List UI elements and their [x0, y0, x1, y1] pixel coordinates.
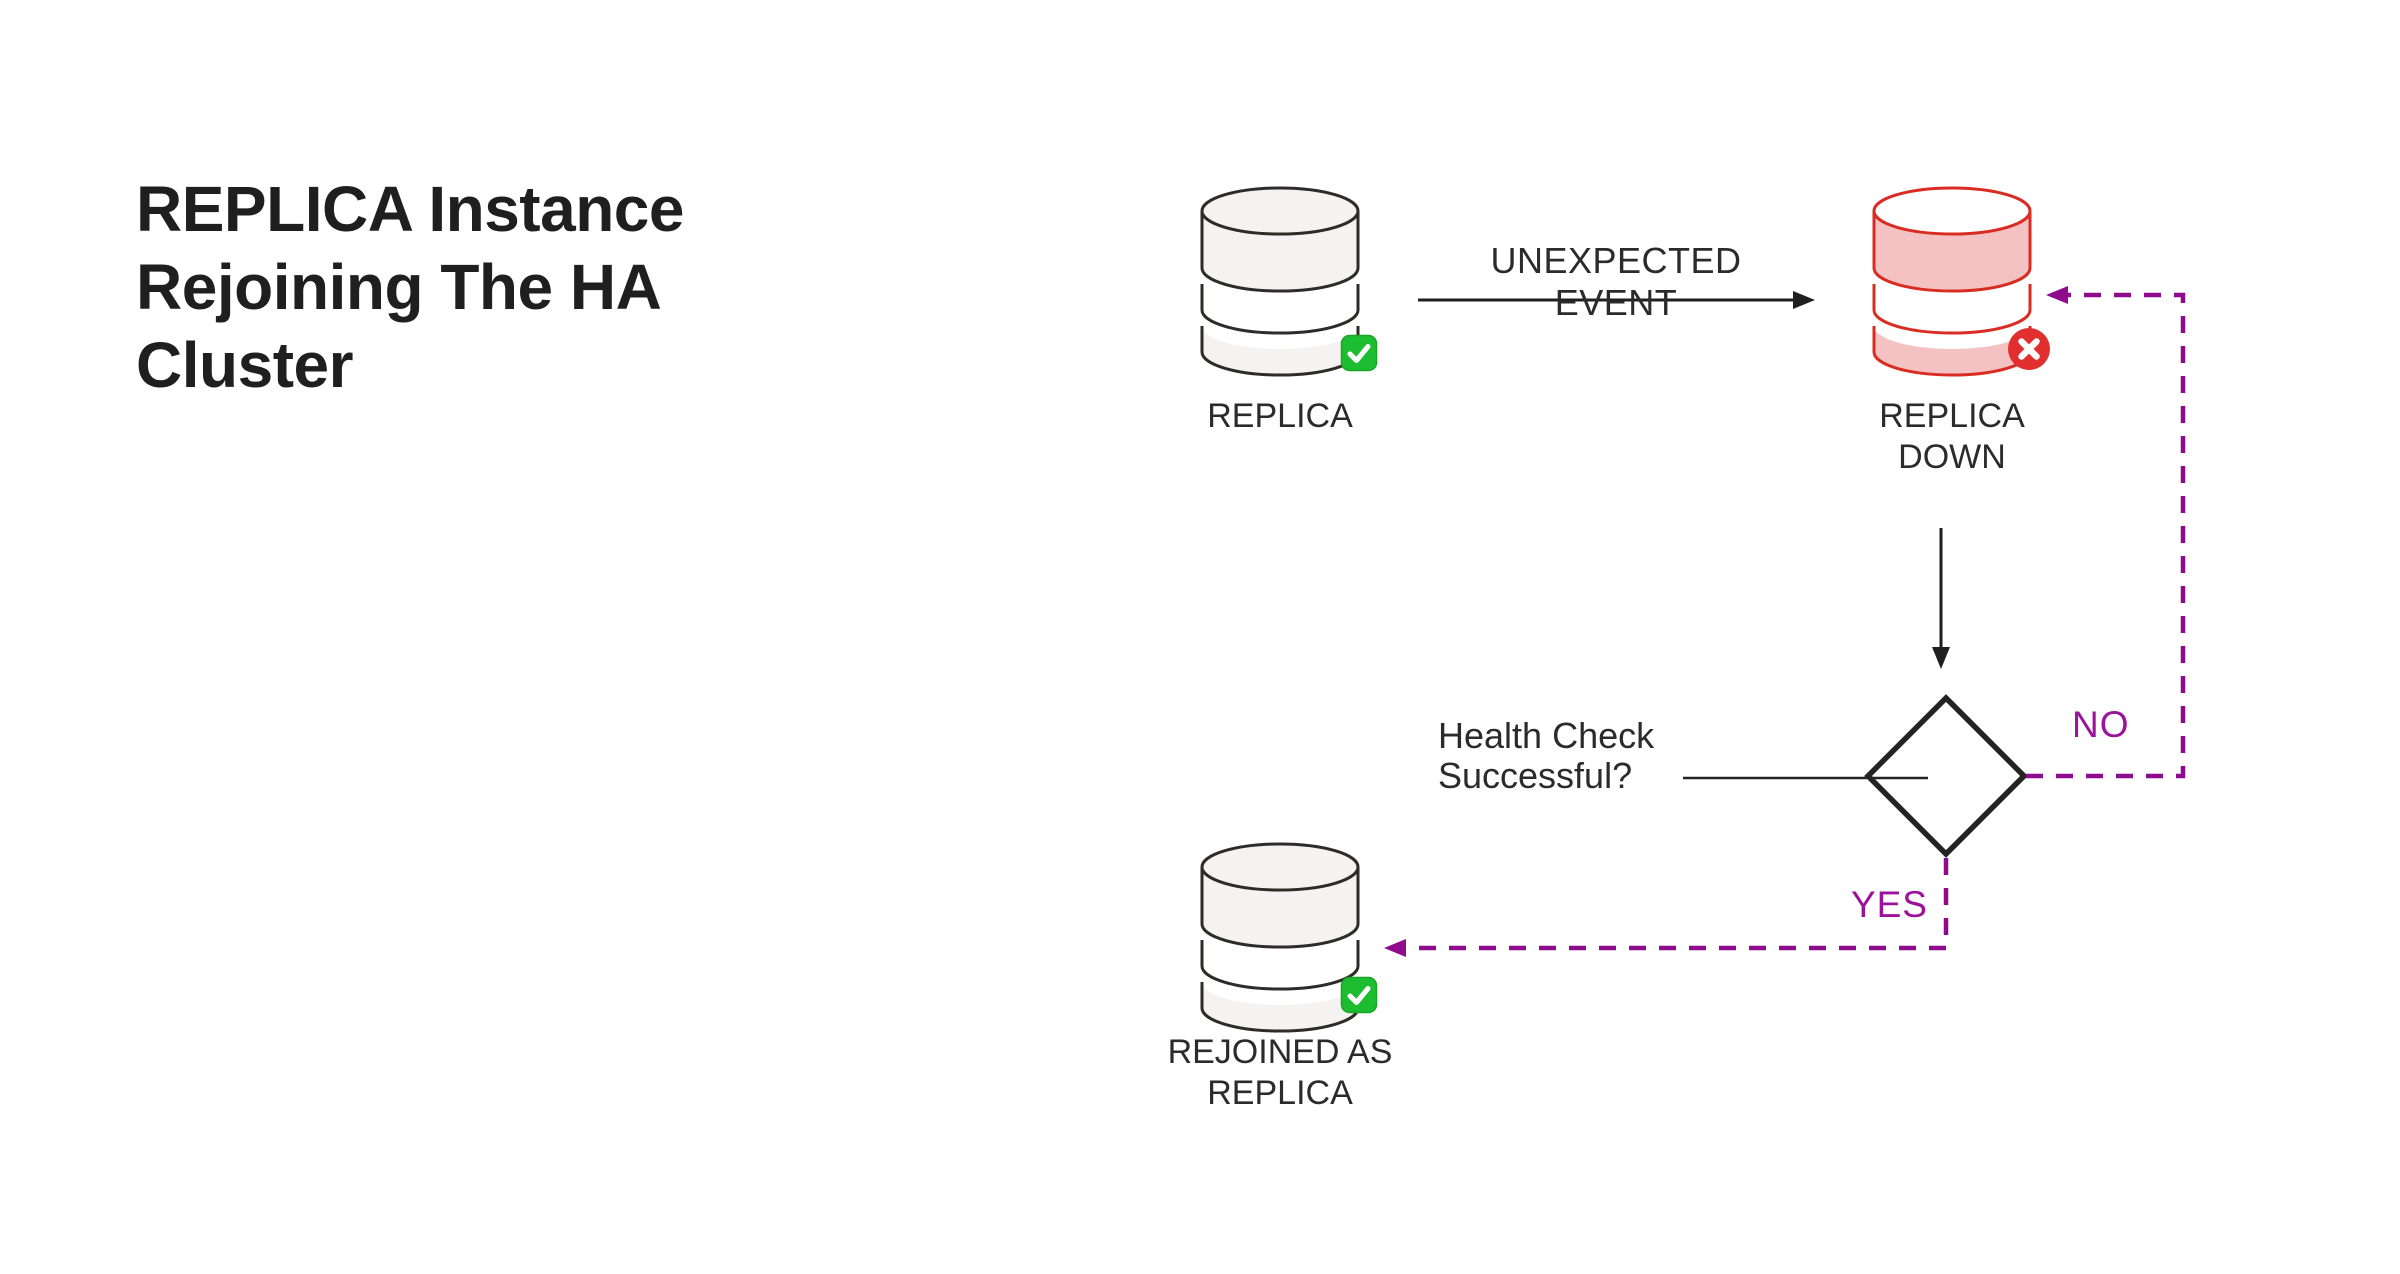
page-title-line-2: Rejoining The HA — [136, 251, 662, 323]
node-replica-down-label: REPLICA DOWN — [1879, 397, 2025, 477]
database-icon — [1200, 186, 1360, 377]
no-branch-label: NO — [2072, 704, 2130, 745]
page-title-line-3: Cluster — [136, 329, 354, 401]
database-down-icon — [1872, 186, 2032, 377]
node-replica-label: REPLICA — [1207, 397, 1353, 435]
check-badge-icon — [1340, 976, 1378, 1014]
node-replica — [1200, 186, 1360, 382]
down-to-decision-arrow — [1932, 528, 1950, 669]
cross-badge-icon — [2008, 328, 2050, 370]
decision-question-label: Health Check Successful? — [1438, 715, 1655, 797]
check-badge-icon — [1340, 334, 1378, 372]
database-icon — [1200, 842, 1360, 1033]
yes-branch-label: YES — [1850, 884, 1928, 925]
node-replica-down — [1872, 186, 2032, 382]
decision-diamond — [1864, 694, 2028, 858]
node-rejoined-label: REJOINED AS REPLICA — [1167, 1033, 1393, 1113]
page-title: REPLICA Instance Rejoining The HA Cluste… — [136, 170, 1036, 404]
page-title-line-1: REPLICA Instance — [136, 173, 684, 245]
node-rejoined — [1200, 842, 1360, 1038]
unexpected-event-label: UNEXPECTED EVENT — [1490, 240, 1742, 323]
